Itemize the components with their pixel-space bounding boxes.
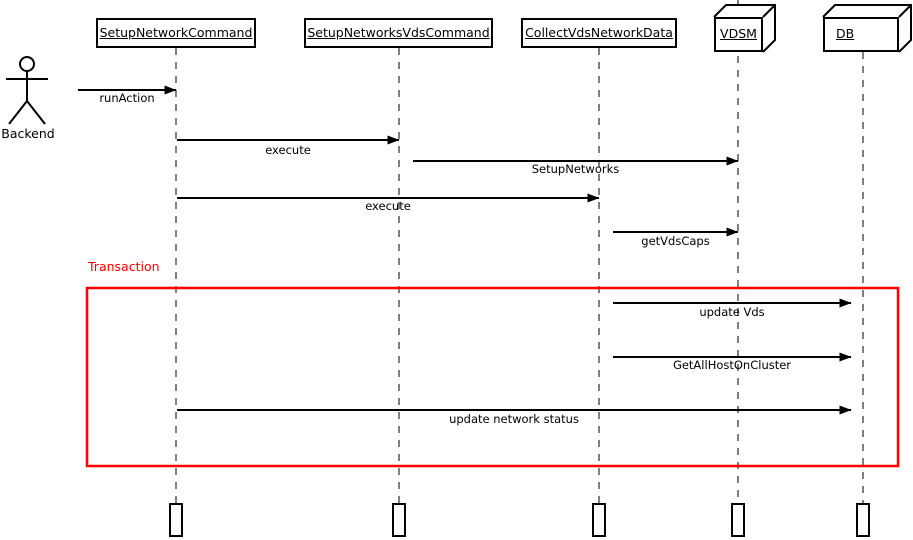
message-label-run-action: runAction <box>99 91 155 105</box>
participant-label-vdsm: VDSM <box>720 26 757 42</box>
message-label-execute-1: execute <box>265 143 311 157</box>
transaction-frame-label: Transaction <box>88 259 160 274</box>
participant-label-db: DB <box>836 26 855 42</box>
terminator-vdsm <box>731 503 745 537</box>
transaction-frame-rect <box>85 286 900 468</box>
message-label-execute-2: execute <box>365 199 411 213</box>
participant-head-setup-networks-vds-command[interactable]: SetupNetworksVdsCommand <box>304 18 493 48</box>
participant-head-setup-network-command[interactable]: SetupNetworkCommand <box>96 18 256 48</box>
message-label-get-all-host-on-cluster: GetAllHostOnCluster <box>672 358 792 372</box>
participant-label-setup-networks-vds-command: SetupNetworksVdsCommand <box>307 24 490 40</box>
message-label-get-vds-caps: getVdsCaps <box>641 234 710 248</box>
participant-label-collect-vds-network-data: CollectVdsNetworkData <box>525 24 673 40</box>
participant-label-setup-network-command: SetupNetworkCommand <box>99 24 253 40</box>
participant-head-db[interactable]: DB <box>823 17 899 52</box>
terminator-collect-vds-network-data <box>592 503 606 537</box>
terminator-db <box>856 503 870 537</box>
message-label-update-vds: update Vds <box>699 305 765 319</box>
participant-head-vdsm[interactable]: VDSM <box>714 17 763 52</box>
participant-head-collect-vds-network-data[interactable]: CollectVdsNetworkData <box>521 18 677 48</box>
terminator-setup-networks-vds-command <box>392 503 406 537</box>
terminator-setup-network-command <box>169 503 183 537</box>
actor-stick-figure-icon <box>6 56 48 125</box>
messages-group <box>78 85 852 415</box>
message-label-setup-networks: SetupNetworks <box>531 162 620 176</box>
lifelines-group <box>175 0 864 503</box>
message-label-update-network-status: update network status <box>449 412 579 426</box>
actor-label: Backend <box>1 126 55 141</box>
